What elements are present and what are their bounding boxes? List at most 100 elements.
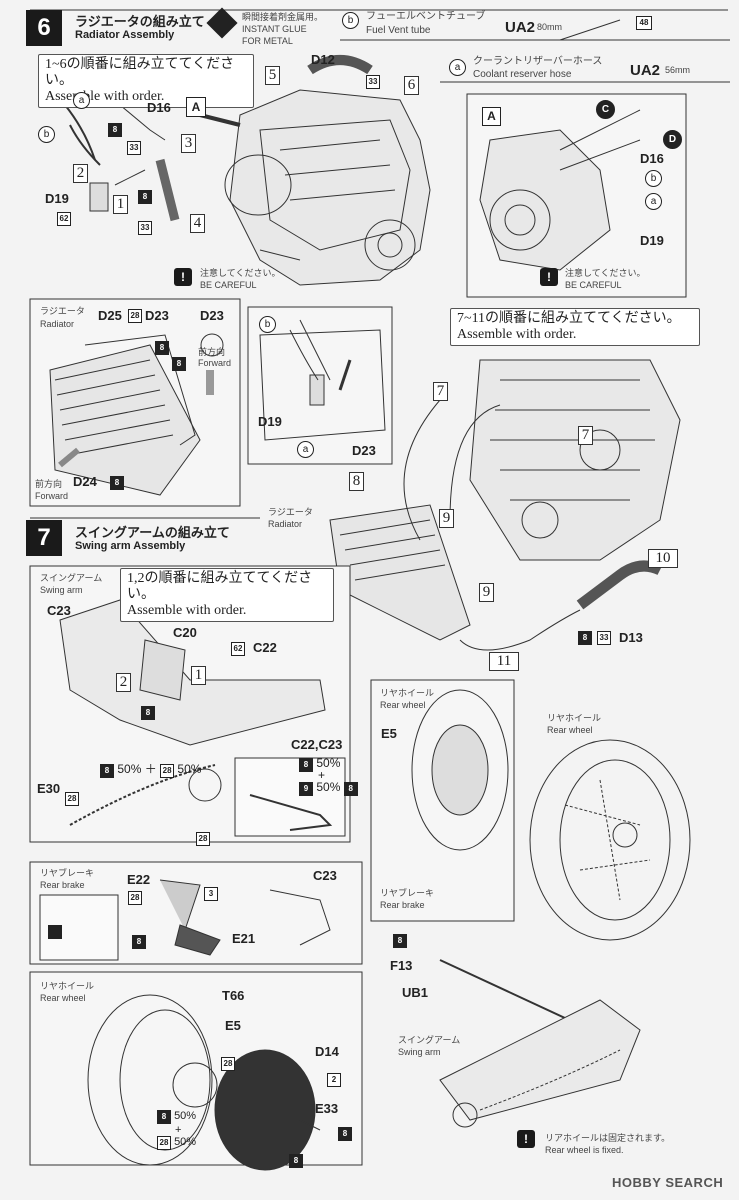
order-11: 11: [489, 652, 519, 671]
tag-62-7: 62: [231, 642, 245, 656]
hose-en: Coolant reserver hose: [473, 69, 572, 80]
rw-plus: +: [175, 1124, 182, 1136]
label-a: a: [73, 92, 90, 109]
vent-D19: D19: [258, 414, 282, 429]
detail-mix-b: 9 50% 8: [299, 780, 358, 796]
tag-8-7: 8: [141, 706, 155, 720]
rc-rw2-en: Rear wheel: [547, 725, 593, 735]
label-E21: E21: [232, 931, 256, 946]
order-5: 5: [265, 66, 280, 85]
tag-8-rw1: 8: [338, 1127, 352, 1141]
tag-28-7b: 28: [196, 832, 210, 846]
rw-mix-b: 28 50%: [157, 1136, 196, 1150]
order-1: 1: [113, 195, 128, 214]
label-D14: D14: [315, 1044, 339, 1059]
label-D24: D24: [73, 474, 97, 489]
label-D13: D13: [619, 630, 643, 645]
step-7-title-en: Swing arm Assembly: [75, 540, 186, 552]
label-E5: E5: [225, 1018, 241, 1033]
tag-33-6b: 33: [597, 631, 611, 645]
mix-plus: ＋: [144, 762, 157, 776]
fwd-jp: 前方向: [198, 347, 226, 357]
caution-icon-3: !: [517, 1130, 535, 1148]
label-T66: T66: [222, 988, 245, 1003]
tag-28-7a: 28: [65, 792, 79, 806]
label-D19b: D19: [640, 233, 664, 248]
order-9b: 9: [479, 583, 494, 602]
detail-50b: 50%: [316, 780, 341, 794]
fwd2-en: Forward: [35, 491, 69, 501]
order-7a: 7: [433, 382, 448, 401]
tag-3-rb: 3: [204, 887, 218, 901]
caution-icon: !: [174, 268, 192, 286]
rc-tag-8: 8: [393, 934, 407, 948]
label-C22: C22: [253, 640, 277, 655]
glue-icon: [48, 925, 62, 939]
tag-8r1: 8: [155, 341, 169, 355]
tag-8b: 8: [138, 190, 152, 204]
fixed-en: Rear wheel is fixed.: [545, 1145, 624, 1155]
rc-F13: F13: [390, 958, 413, 973]
detail-tag-9: 9: [299, 782, 313, 796]
vent-len: 80mm: [537, 22, 563, 32]
rad6b-en: Radiator: [268, 519, 303, 529]
rw-mix-a: 8 50%: [157, 1110, 196, 1124]
rw-50a: 50%: [174, 1110, 197, 1122]
view-A-box: A: [186, 97, 206, 117]
careful2-jp: 注意してください。: [565, 268, 646, 278]
fixed-jp: リアホイールは固定されます。: [545, 1133, 671, 1143]
label-E22: E22: [127, 872, 151, 887]
label-D23b: D23: [200, 308, 224, 323]
order-7-1: 1: [191, 666, 206, 685]
step-7-number: 7: [26, 520, 62, 556]
order-6b-jp: 7~11の順番に組み立ててください。: [457, 311, 681, 326]
label-D: D: [663, 130, 682, 149]
order-10: 10: [648, 549, 678, 568]
rb-en: Rear brake: [40, 880, 85, 890]
vent-D23: D23: [352, 443, 376, 458]
caution-icon-2: !: [540, 268, 558, 286]
hose-len: 56mm: [665, 65, 691, 75]
order-jp: 1~6の順番に組み立ててください。: [45, 57, 235, 88]
hose-jp: クーラントリザーバーホース: [473, 56, 603, 67]
step-6-order-note: 1~6の順番に組み立ててください。 Assemble with order.: [38, 54, 254, 108]
label-C23: C23: [47, 603, 71, 618]
tag-33b: 33: [127, 141, 141, 155]
label-D12: D12: [311, 52, 335, 67]
tag-8-6b: 8: [578, 631, 592, 645]
rc-rw-jp: リヤホイール: [380, 688, 435, 698]
step-7-title-jp: スイングアームの組み立て: [75, 525, 230, 540]
detail-50a: 50%: [316, 756, 341, 770]
vent-letter: b: [342, 12, 359, 29]
rc-rb-jp: リヤブレーキ: [380, 888, 435, 898]
vent-num: 48: [636, 16, 652, 30]
watermark: HOBBY SEARCH: [612, 1175, 724, 1190]
tag-62: 62: [57, 212, 71, 226]
tag-8a: 8: [108, 123, 122, 137]
mix-tag-28: 28: [160, 764, 175, 778]
glue-jp: 瞬間接着剤金属用。: [242, 12, 324, 22]
order-4: 4: [190, 214, 205, 233]
sa-jp: スイングアーム: [40, 573, 103, 583]
order-2: 2: [73, 164, 88, 183]
rc-rw-en: Rear wheel: [380, 700, 426, 710]
step-6b-order-note: 7~11の順番に組み立ててください。 Assemble with order.: [450, 308, 700, 346]
order-7-jp: 1,2の順番に組み立ててください。: [127, 571, 313, 602]
detail-tag-8: 8: [299, 758, 313, 772]
rc-sa-en: Swing arm: [398, 1047, 441, 1057]
detail-plus: +: [318, 768, 326, 782]
vent-a: a: [297, 441, 314, 458]
detail-mix-a: 8 50%: [299, 756, 340, 772]
rw-en: Rear wheel: [40, 993, 86, 1003]
mix-tag-8: 8: [100, 764, 114, 778]
rc-rb-en: Rear brake: [380, 900, 425, 910]
order-6b-en: Assemble with order.: [457, 327, 577, 342]
label-D16: D16: [147, 100, 171, 115]
tag-28-rb: 28: [128, 891, 142, 905]
order-7-en: Assemble with order.: [127, 603, 247, 618]
tag-2-rw: 2: [327, 1073, 341, 1087]
inset-A-box: A: [482, 107, 501, 126]
label-D19: D19: [45, 191, 69, 206]
tag-28r: 28: [128, 309, 142, 323]
